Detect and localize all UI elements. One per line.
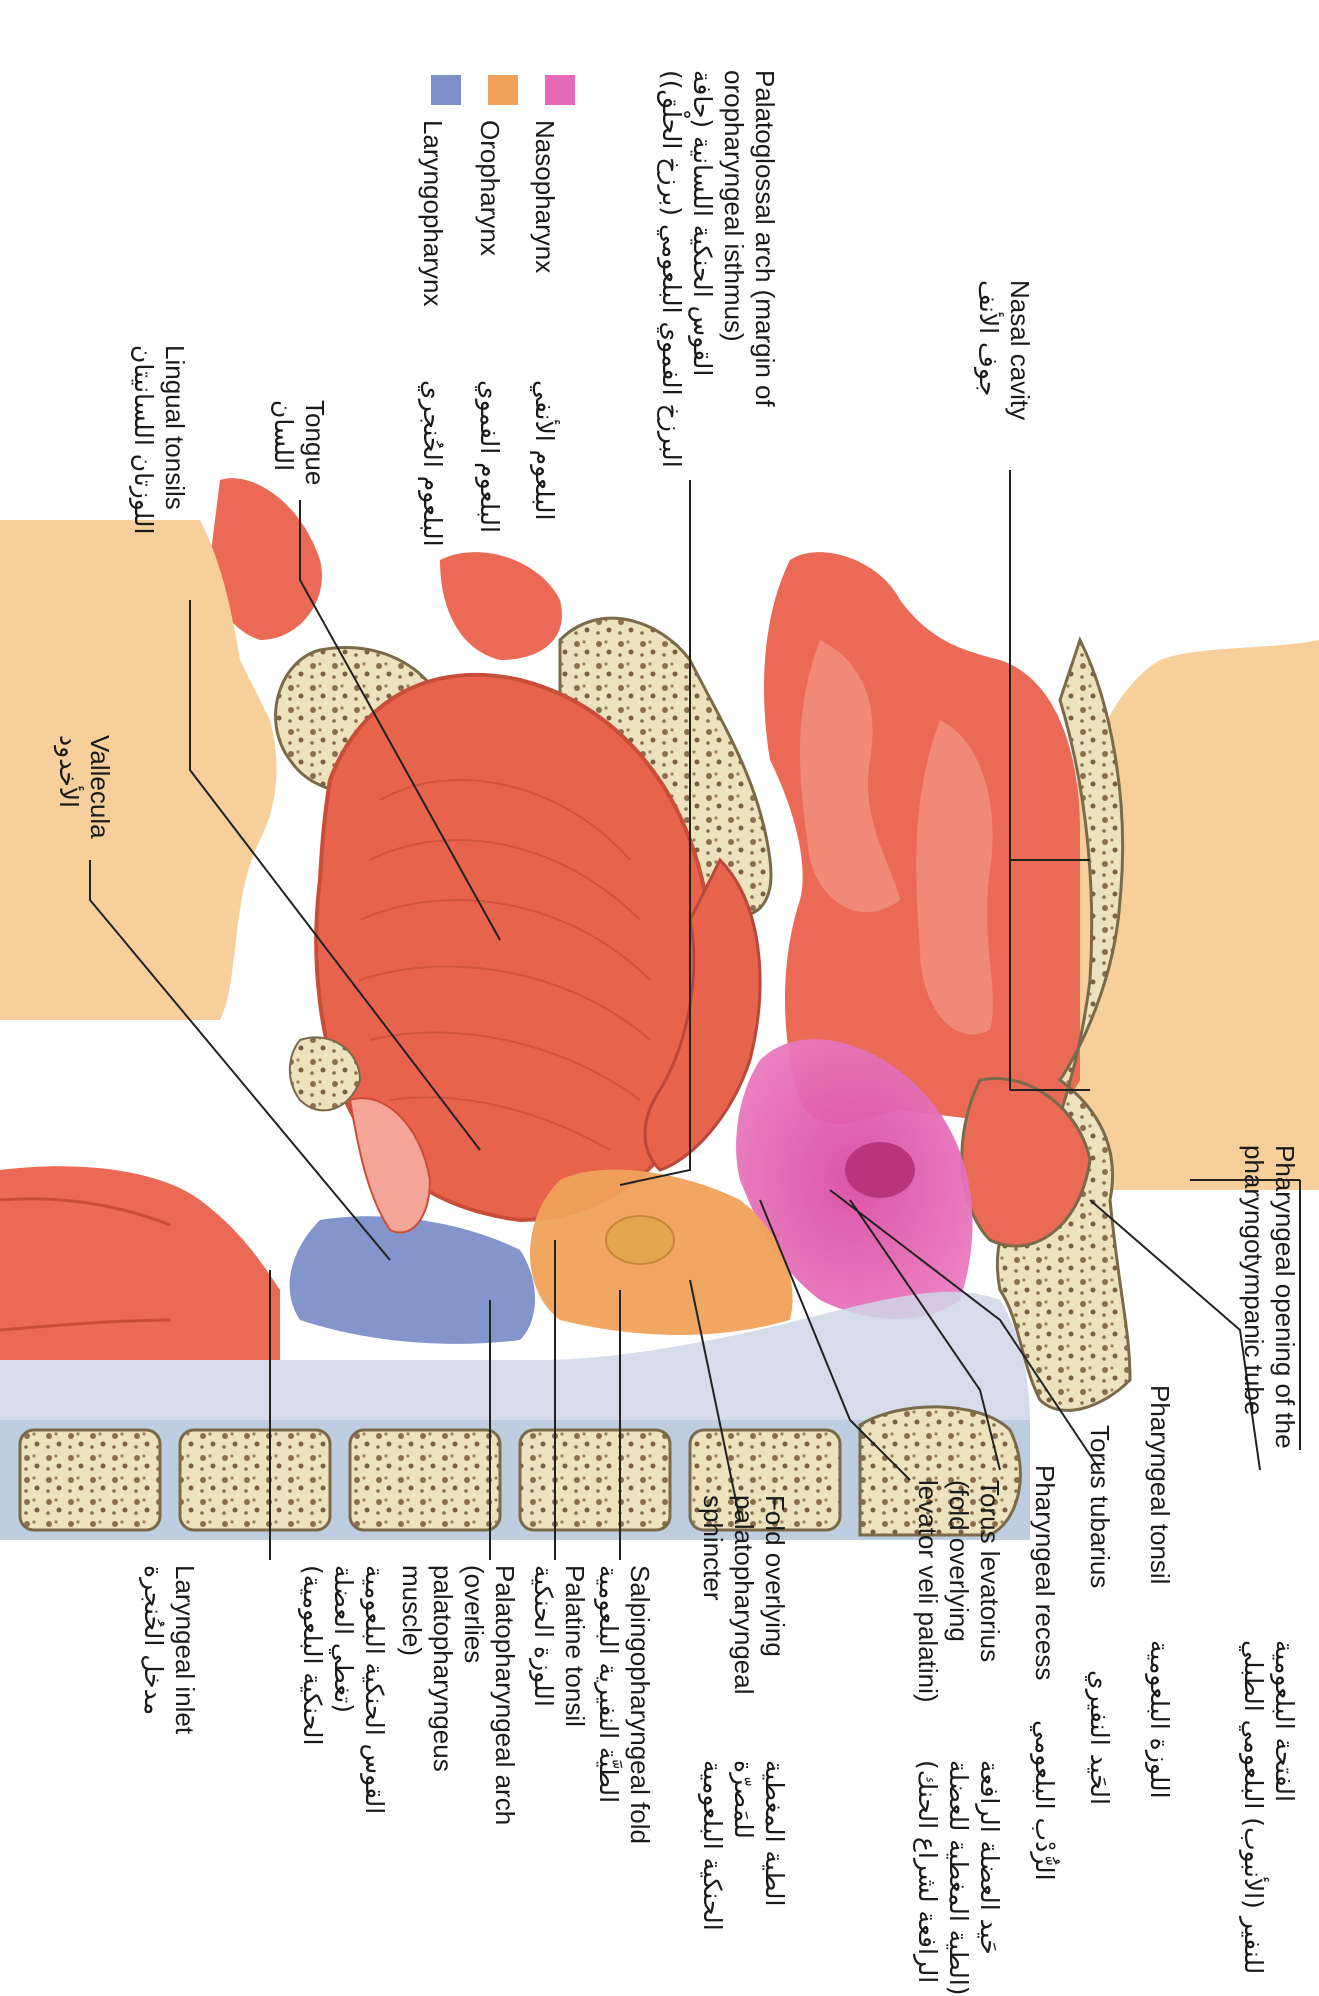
larynx-trachea bbox=[0, 1166, 280, 1360]
legend-swatch-nasopharynx bbox=[545, 75, 575, 105]
palatine-tonsil-shape bbox=[606, 1216, 674, 1264]
pharyngotympanic-opening bbox=[845, 1142, 915, 1198]
legend-swatch-oropharynx bbox=[488, 75, 518, 105]
cervical-vertebrae bbox=[0, 1407, 1030, 1540]
legend-swatch-laryngopharynx bbox=[431, 75, 461, 105]
laryngopharynx-region bbox=[290, 1216, 535, 1344]
upper-lip bbox=[440, 552, 562, 660]
